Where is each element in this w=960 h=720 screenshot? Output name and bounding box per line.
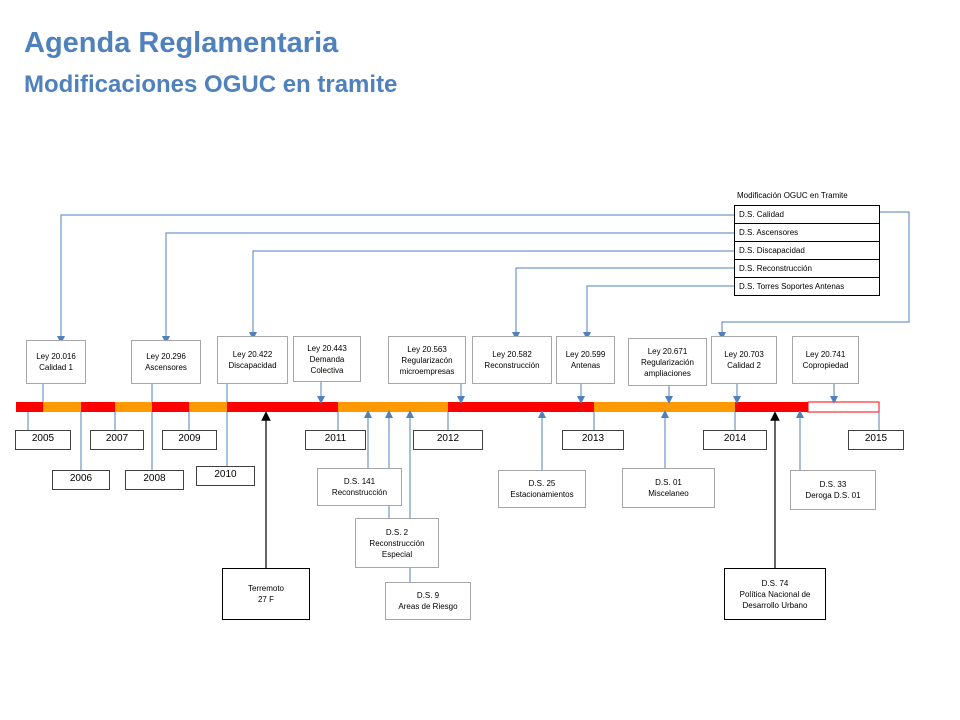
year-label: 2009 xyxy=(162,430,217,450)
tramite-connectors xyxy=(57,211,910,344)
law-box: Ley 20.703 Calidad 2 xyxy=(711,336,777,384)
year-label: 2006 xyxy=(52,470,110,490)
year-label: 2015 xyxy=(848,430,904,450)
bar-segment xyxy=(81,402,115,412)
law-box: Ley 20.443 Demanda Colectiva xyxy=(293,336,361,382)
decree-box: D.S. 25 Estacionamientos xyxy=(498,470,586,508)
decree-box: D.S. 01 Miscelaneo xyxy=(622,468,715,508)
law-box: Ley 20.422 Discapacidad xyxy=(217,336,288,384)
law-box: Ley 20.741 Copropiedad xyxy=(792,336,859,384)
bar-segment xyxy=(448,402,594,412)
bar-segment xyxy=(338,402,448,412)
tramite-item: D.S. Torres Soportes Antenas xyxy=(734,277,880,296)
year-label: 2012 xyxy=(413,430,483,450)
year-label: 2014 xyxy=(703,430,767,450)
bar-segment xyxy=(227,402,338,412)
tramite-item: D.S. Discapacidad xyxy=(734,241,880,260)
decree-box: D.S. 141 Reconstrucción xyxy=(317,468,402,506)
decree-box: D.S. 2 Reconstrucción Especial xyxy=(355,518,439,568)
timeline-bar xyxy=(16,401,880,413)
event-box-earthquake: Terremoto 27 F xyxy=(222,568,310,620)
bar-segment xyxy=(807,401,880,413)
event-arrows xyxy=(261,411,780,568)
tramite-item: D.S. Ascensores xyxy=(734,223,880,242)
law-box: Ley 20.563 Regularizacón microempresas xyxy=(388,336,466,384)
year-label: 2013 xyxy=(562,430,624,450)
law-arrows xyxy=(42,382,838,404)
bar-segment xyxy=(152,402,189,412)
tramite-item: D.S. Reconstrucción xyxy=(734,259,880,278)
tramite-heading: Modificación OGUC en Tramite xyxy=(737,191,848,200)
law-box: Ley 20.599 Antenas xyxy=(556,336,615,384)
event-box-ds74: D.S. 74 Política Nacional de Desarrollo … xyxy=(724,568,826,620)
page-title: Agenda Reglamentaria xyxy=(24,27,339,59)
bar-segment xyxy=(189,402,227,412)
law-box: Ley 20.296 Ascensores xyxy=(131,340,201,384)
page-subtitle: Modificaciones OGUC en tramite xyxy=(24,71,398,98)
year-label: 2008 xyxy=(125,470,184,490)
bar-segment xyxy=(16,402,43,412)
bar-segment xyxy=(115,402,152,412)
year-label: 2010 xyxy=(196,466,255,486)
decree-box: D.S. 33 Deroga D.S. 01 xyxy=(790,470,876,510)
year-label: 2011 xyxy=(305,430,366,450)
year-label: 2007 xyxy=(90,430,144,450)
bar-segment xyxy=(594,402,735,412)
bar-segment xyxy=(735,402,808,412)
law-box: Ley 20.671 Regularización ampliaciones xyxy=(628,338,707,386)
tramite-item: D.S. Calidad xyxy=(734,205,880,224)
law-box: Ley 20.016 Calidad 1 xyxy=(26,340,86,384)
year-label: 2005 xyxy=(15,430,71,450)
law-box: Ley 20.582 Reconstrucción xyxy=(472,336,552,384)
bar-segment xyxy=(43,402,81,412)
decree-box: D.S. 9 Areas de Riesgo xyxy=(385,582,471,620)
year-connectors xyxy=(27,412,880,470)
